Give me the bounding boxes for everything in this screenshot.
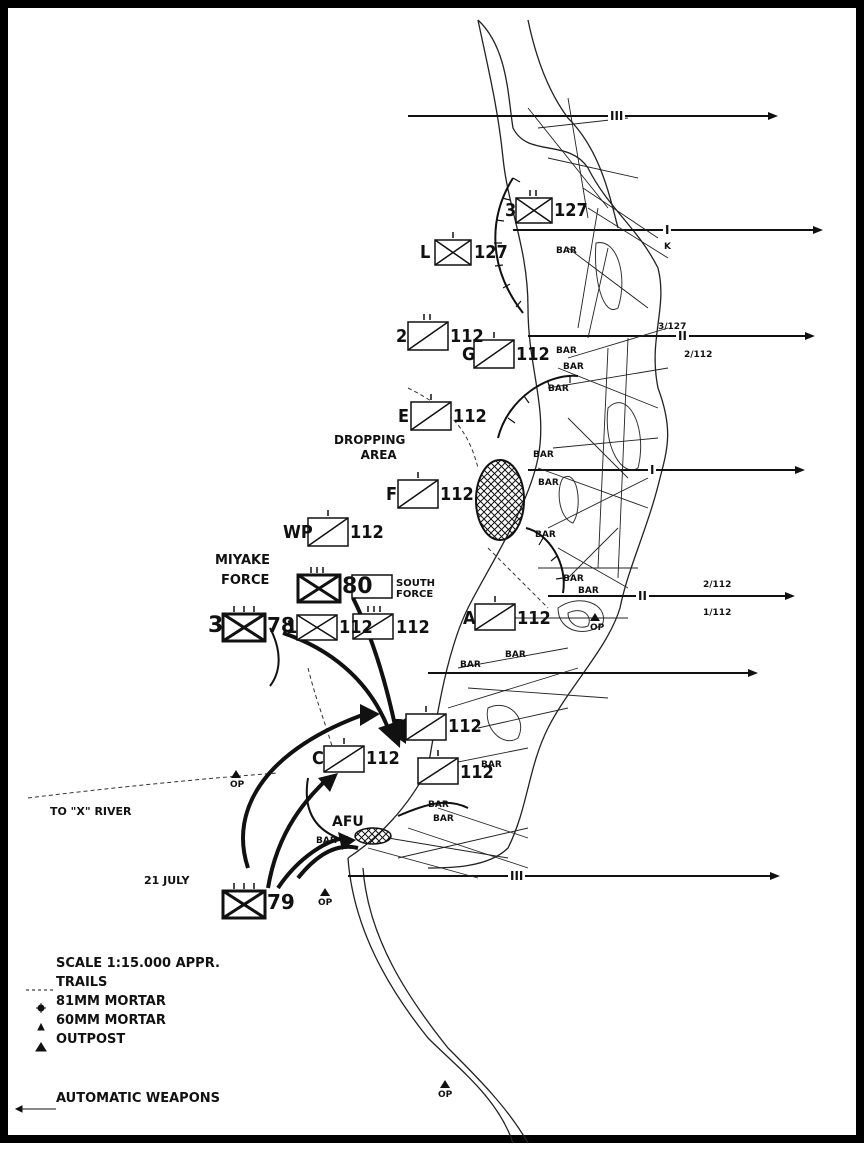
unit-C-112-num: C [312,748,324,769]
unit-boxes [221,197,553,920]
boundary-i-2: I [648,463,657,477]
regiment-78-label: 78 [267,613,295,637]
bar-label-6: BAR [538,478,559,488]
contours [486,242,642,742]
unit-C-112-reg: 112 [366,748,400,769]
legend-60mm: 60MM MORTAR [26,1011,220,1030]
boundary-i-1: I [663,223,672,237]
boundary-iii-top: III [608,109,626,123]
bar-label-9: BAR [578,586,599,596]
echelon-ticks [233,190,537,889]
regiment-78-prefix: 3 [208,613,224,638]
unit-B-112-num: B [394,716,407,737]
dropping-area-zone [475,459,525,541]
bar-label-11: BAR [505,650,526,660]
legend-auto-text: AUTOMATIC WEAPONS [56,1091,220,1106]
legend-60mm-text: 60MM MORTAR [56,1013,166,1028]
mortar-arc-ticks [494,177,571,580]
legend-symbols [14,989,56,1113]
boundary-2-112-bottom: 2/112 [703,580,732,590]
south-line2: FORCE [396,589,434,600]
regiment-80-label: 80 [342,574,373,599]
unit-3-127-num: 3 [505,200,517,221]
bar-label-12: BAR [481,760,502,770]
bar-label-15: BAR [316,836,337,846]
bar-label-10: BAR [460,660,481,670]
unit-B-112-reg: 112 [448,716,482,737]
boundary-ii-2: II [636,589,649,603]
boundary-3-127: 3/127 [658,322,687,332]
boundary-iii-bottom: III [508,869,526,883]
bar-label-4: BAR [548,384,569,394]
afu-label: AFU [332,814,364,830]
unit-WP-112-reg: 112 [350,522,384,543]
miyake-force-label: MIYAKE FORCE [215,551,270,591]
bar-label-1: BAR [556,246,577,256]
south-line1: SOUTH [396,578,436,589]
boundary-ii-1: II [676,329,689,343]
unit-F-112-reg: 112 [440,484,474,505]
map-drawing [14,19,823,1144]
legend-81mm-text: 81MM MORTAR [56,994,166,1009]
unit-G-112-reg: 112 [516,344,550,365]
bar-label-2: BAR [556,346,577,356]
unit-G-112-num: G [462,344,476,365]
outpost-markers [231,613,600,1088]
legend-trails-text: TRAILS [56,975,108,990]
dropping-area-line2: AREA [360,448,397,462]
miyake-line1: MIYAKE [215,553,270,568]
legend: SCALE 1:15.000 APPR. TRAILS 81MM MORTAR … [26,954,220,1108]
unit-E-112-reg: 112 [453,406,487,427]
bar-label-8: BAR [563,574,584,584]
date-21-july-label: 21 JULY [144,874,190,887]
legend-automatic-weapons: AUTOMATIC WEAPONS [26,1089,220,1108]
unit-WP-112-num: WP [283,522,313,543]
to-x-river-label: TO "X" RIVER [50,805,132,818]
unit-2-112-reg: 112 [450,326,484,347]
legend-scale: SCALE 1:15.000 APPR. [26,954,220,973]
dropping-area-label: DROPPING AREA [334,433,405,463]
regiment-79-label: 79 [267,890,295,914]
legend-outpost-text: OUTPOST [56,1032,126,1047]
legend-trails: TRAILS [26,973,220,992]
bar-label-5: BAR [533,450,554,460]
op-label-2: OP [318,898,333,908]
boundary-2-112-top: 2/112 [684,350,713,360]
bar-label-13: BAR [428,800,449,810]
dropping-area-line1: DROPPING [334,433,406,447]
legend-outpost: OUTPOST [26,1030,220,1049]
boundary-1-112: 1/112 [703,608,732,618]
unit-F-112-num: F [386,484,398,505]
mortar-arcs [269,177,579,839]
op-label-3: OP [438,1090,453,1100]
op-label-4: OP [590,623,605,633]
bar-label-14: BAR [433,814,454,824]
unit-E-112-num: E [398,406,410,427]
legend-scale-text: SCALE 1:15.000 APPR. [56,956,220,971]
boundary-lines [348,115,813,877]
unit-1-112-reg: 112 [339,617,373,638]
op-label-1: OP [230,780,245,790]
legend-81mm: 81MM MORTAR [26,992,220,1011]
miyake-line2: FORCE [221,573,270,588]
bar-label-3: BAR [563,362,584,372]
unit-2-112-num: 2 [396,326,408,347]
automatic-weapons-lines [367,97,669,879]
afu-hatch [354,827,392,845]
unit-L-127-num: L [420,242,431,263]
unit-blank-112-reg: 112 [396,617,430,638]
unit-A-112-reg: 112 [517,608,551,629]
south-force-label: SOUTH FORCE [396,578,435,600]
unit-L-127-reg: 127 [474,242,508,263]
attack-arrowheads [318,704,406,850]
unit-3-127-reg: 127 [554,200,588,221]
k-label: K [664,242,671,252]
unit-low-112-reg: 112 [460,762,494,783]
boundary-arrows [748,112,823,880]
unit-A-112-num: A [463,608,476,629]
unit-1-112-num: 1 [286,617,298,638]
bar-label-7: BAR [535,530,556,540]
